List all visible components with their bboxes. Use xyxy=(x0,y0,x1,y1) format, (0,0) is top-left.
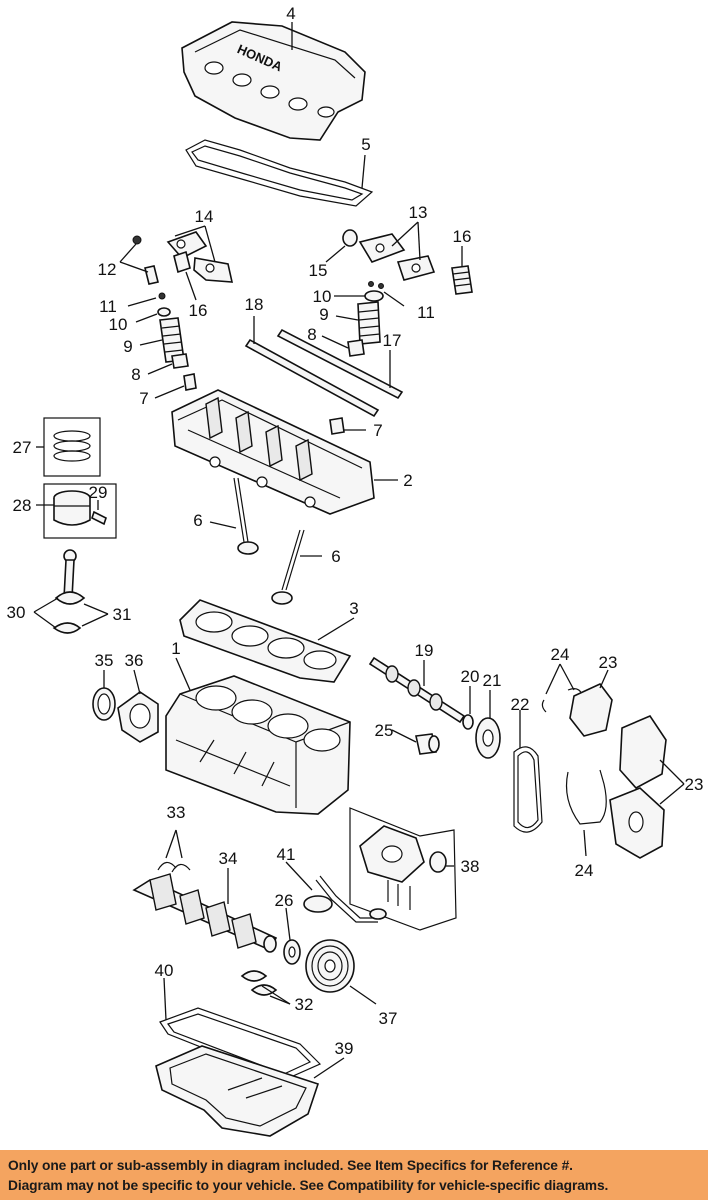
cover-seal-24a xyxy=(541,699,547,713)
oil-pump xyxy=(359,825,425,910)
callout-30: 30 xyxy=(7,603,26,622)
callout-4: 4 xyxy=(286,4,295,23)
cam-seal xyxy=(462,714,474,730)
sensor-25 xyxy=(415,733,440,755)
valve-cover: HONDA xyxy=(181,21,366,141)
piston xyxy=(53,490,91,526)
connecting-rod xyxy=(52,549,86,634)
callout-10-left: 10 xyxy=(109,315,128,334)
oil-pump-box xyxy=(349,807,457,931)
engine-block xyxy=(165,675,351,815)
disclaimer-line-2: Diagram may not be specific to your vehi… xyxy=(8,1178,609,1193)
callout-17: 17 xyxy=(383,331,402,350)
callout-27: 27 xyxy=(13,438,32,457)
callout-24-bottom: 24 xyxy=(575,861,594,880)
camshaft xyxy=(368,656,466,724)
callout-2: 2 xyxy=(403,471,412,490)
callout-26: 26 xyxy=(275,891,294,910)
callout-15: 15 xyxy=(309,261,328,280)
crank-seal xyxy=(92,687,116,721)
callout-9-right: 9 xyxy=(319,305,328,324)
callout-9-left: 9 xyxy=(123,337,132,356)
oil-pan-gasket xyxy=(159,1007,322,1081)
callout-24-top: 24 xyxy=(551,645,570,664)
valve-spring-retainer-16 xyxy=(451,265,473,295)
callout-37: 37 xyxy=(379,1009,398,1028)
crank-pulley xyxy=(305,939,355,993)
callout-14: 14 xyxy=(195,207,214,226)
callout-10-right: 10 xyxy=(313,287,332,306)
callout-38: 38 xyxy=(461,857,480,876)
callout-25: 25 xyxy=(375,721,394,740)
rocker-arm-right xyxy=(342,229,436,281)
callout-34: 34 xyxy=(219,849,238,868)
exhaust-valve xyxy=(271,529,305,605)
seal-retainer xyxy=(117,691,159,743)
thrust-washer-b xyxy=(171,863,191,873)
head-gasket xyxy=(179,599,352,683)
disclaimer-line-1: Only one part or sub-assembly in diagram… xyxy=(8,1158,573,1173)
oil-pan xyxy=(155,1045,320,1137)
callout-3: 3 xyxy=(349,599,358,618)
callout-32: 32 xyxy=(295,995,314,1014)
intake-valve xyxy=(233,477,259,555)
callout-21: 21 xyxy=(483,671,502,690)
callout-19: 19 xyxy=(415,641,434,660)
callout-31: 31 xyxy=(113,605,132,624)
oil-pump-seal xyxy=(429,851,447,873)
callout-18: 18 xyxy=(245,295,264,314)
callout-7-left: 7 xyxy=(139,389,148,408)
cylinder-head xyxy=(171,389,375,515)
callout-16-left: 16 xyxy=(189,301,208,320)
timing-cover-lower xyxy=(609,787,665,859)
callout-5: 5 xyxy=(361,135,370,154)
callout-11-left: 11 xyxy=(99,297,117,316)
timing-belt xyxy=(513,746,543,833)
callout-12: 12 xyxy=(98,260,117,279)
callout-41: 41 xyxy=(277,845,296,864)
piston-box xyxy=(43,483,117,539)
callout-23-right: 23 xyxy=(685,775,704,794)
callout-6-b: 6 xyxy=(331,547,340,566)
rocker-arm-left xyxy=(132,231,234,285)
oil-pickup xyxy=(303,875,387,923)
callout-16-right: 16 xyxy=(453,227,472,246)
callout-36: 36 xyxy=(125,651,144,670)
callout-33: 33 xyxy=(167,803,186,822)
callout-1: 1 xyxy=(171,639,180,658)
main-bearing-a xyxy=(240,970,268,982)
timing-cover-upper-small xyxy=(569,683,613,737)
valve-spring-right xyxy=(357,301,381,345)
callout-20: 20 xyxy=(461,667,480,686)
callout-13: 13 xyxy=(409,203,428,222)
cam-sprocket xyxy=(475,717,501,759)
callout-40: 40 xyxy=(155,961,174,980)
timing-cover-upper xyxy=(619,715,667,790)
callout-39: 39 xyxy=(335,1039,354,1058)
rocker-shaft-17 xyxy=(276,328,404,400)
engine-parts-diagram: HONDA 4 5 14 12 16 11 10 9 8 7 xyxy=(7,4,704,1137)
callout-28: 28 xyxy=(13,496,32,515)
disclaimer-footer: Only one part or sub-assembly in diagram… xyxy=(0,1150,708,1200)
crank-sprocket xyxy=(283,939,301,965)
main-bearing-b xyxy=(250,984,278,996)
valve-cover-gasket xyxy=(185,139,374,207)
crankshaft xyxy=(132,873,278,953)
callout-35: 35 xyxy=(95,651,114,670)
callout-7-right: 7 xyxy=(373,421,382,440)
callout-23-top: 23 xyxy=(599,653,618,672)
callout-29: 29 xyxy=(89,483,108,502)
callout-8-right: 8 xyxy=(307,325,316,344)
callout-6-a: 6 xyxy=(193,511,202,530)
piston-pin xyxy=(91,510,107,526)
cover-gasket-24 xyxy=(565,769,607,825)
thrust-washer-a xyxy=(157,861,177,871)
callout-22: 22 xyxy=(511,695,530,714)
callout-8-left: 8 xyxy=(131,365,140,384)
rocker-shaft-18 xyxy=(244,338,380,418)
piston-rings-box xyxy=(43,417,101,477)
callout-11-right: 11 xyxy=(417,303,435,322)
